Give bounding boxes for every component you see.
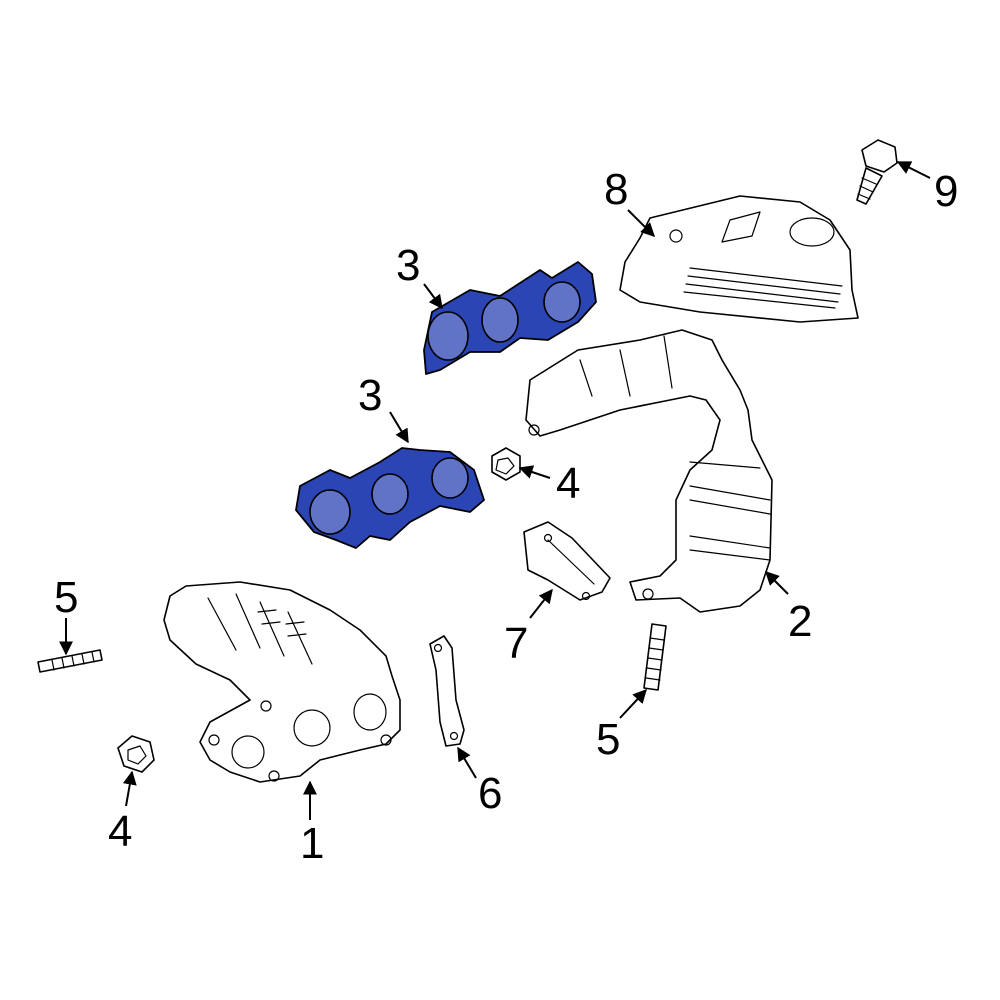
callout-4-lower: 4 bbox=[108, 807, 132, 856]
port-hole bbox=[309, 489, 351, 535]
leader-9 bbox=[896, 161, 931, 179]
callout-labels: 3 3 4 8 9 2 7 5 5 6 1 4 bbox=[54, 165, 958, 868]
manifold-converter-part-1[interactable] bbox=[163, 581, 401, 783]
bracket-part-7[interactable] bbox=[523, 521, 611, 601]
callout-9: 9 bbox=[934, 167, 958, 216]
port-hole bbox=[431, 457, 469, 499]
leader-8 bbox=[627, 209, 655, 237]
nut-part-4-upper[interactable] bbox=[491, 447, 521, 481]
leader-5-right bbox=[619, 688, 647, 719]
gasket-part-3-lower[interactable] bbox=[295, 447, 485, 549]
port-hole bbox=[543, 281, 581, 323]
callout-3-lower: 3 bbox=[358, 371, 382, 420]
leader-6 bbox=[457, 746, 477, 779]
leader-4-lower bbox=[122, 770, 137, 807]
port-hole bbox=[427, 311, 469, 361]
heat-shield-part-8[interactable] bbox=[619, 195, 859, 323]
stud-part-5-left[interactable] bbox=[37, 649, 103, 673]
leader-4-upper bbox=[518, 465, 551, 479]
gasket-part-3-upper[interactable] bbox=[423, 261, 597, 375]
callout-5-right: 5 bbox=[596, 715, 620, 764]
callout-3-upper: 3 bbox=[396, 241, 420, 290]
leader-7 bbox=[529, 588, 553, 619]
callout-5-left: 5 bbox=[54, 573, 78, 622]
stud-part-5-right[interactable] bbox=[643, 623, 667, 691]
leader-2 bbox=[765, 571, 789, 595]
support-stay-part-6[interactable] bbox=[429, 635, 465, 747]
bolt-part-9[interactable] bbox=[856, 139, 898, 205]
leader-3-upper bbox=[423, 283, 443, 310]
nut-part-4-lower[interactable] bbox=[117, 735, 155, 773]
callout-1: 1 bbox=[300, 819, 324, 868]
callout-6: 6 bbox=[478, 769, 502, 818]
port-hole bbox=[481, 297, 519, 343]
port-hole bbox=[371, 473, 409, 515]
leader-lines bbox=[59, 161, 931, 820]
callout-2: 2 bbox=[788, 597, 812, 646]
gasket-lower-body bbox=[295, 447, 485, 549]
callout-8: 8 bbox=[604, 165, 628, 214]
callout-7: 7 bbox=[504, 619, 528, 668]
callout-4-upper: 4 bbox=[556, 459, 580, 508]
leader-3-lower bbox=[389, 411, 409, 444]
manifold-converter-part-2[interactable] bbox=[525, 329, 773, 613]
